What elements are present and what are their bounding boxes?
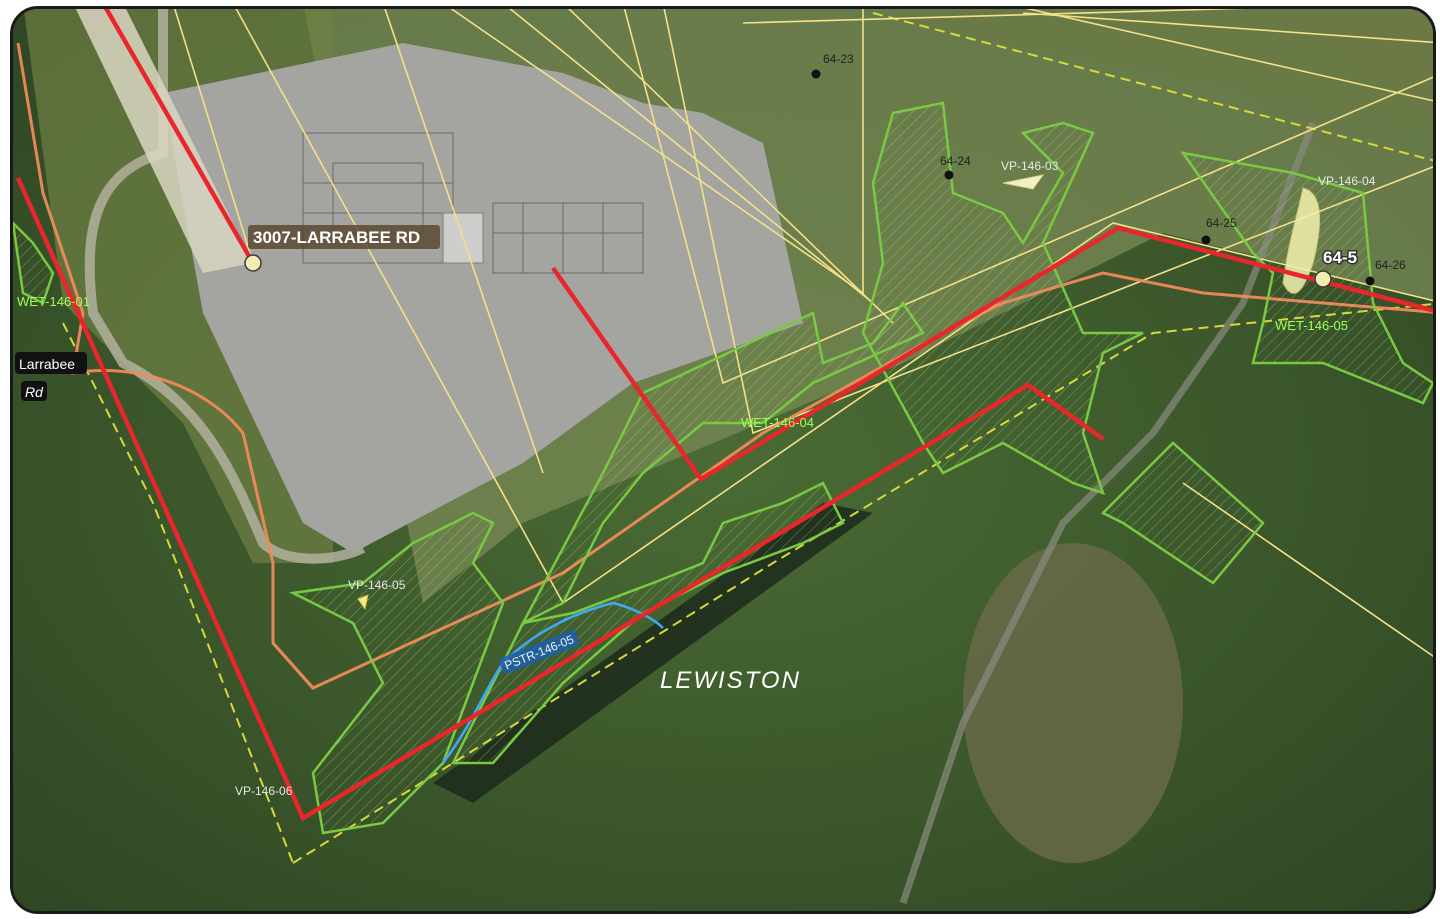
town-label: LEWISTON [660,667,801,694]
structure-label-64-5: 64-5 [1322,247,1359,269]
transmission-line [15,9,1433,822]
vernal-pool-label-vp-146-05: VP-146-05 [348,578,406,592]
road-label-bg-2 [21,381,47,401]
tree-shadow-band [433,503,873,803]
dot-icon[interactable] [1365,276,1375,286]
gravel-pad [75,9,253,273]
vernal-pool-label-vp-146-04: VP-146-04 [1318,174,1376,188]
circle-marker-icon[interactable] [244,254,262,272]
wetland-east[interactable] [1100,441,1265,585]
vernal-pool-vp-146-05[interactable] [357,594,369,611]
map-frame[interactable]: 64-23 64-24 64-25 64-26 64-5 3007-LARRAB… [10,6,1436,914]
existing-gravel-road [84,9,366,564]
wetland-label-wet-146-05: WET-146-05 [1275,318,1348,333]
stream-label-bg [498,629,580,675]
svg-text:64-5: 64-5 [1323,248,1357,267]
substation-label: 3007-LARRABEE RD [248,225,440,249]
substation-label-bg [248,225,440,249]
road-label-bg-1 [15,352,87,374]
svg-text:3007-LARRABEE RD: 3007-LARRABEE RD [253,228,420,247]
dot-icon[interactable] [944,170,954,180]
wetland-label-wet-146-04: WET-146-04 [741,415,814,430]
vernal-pool-vp-146-03[interactable] [1002,174,1045,190]
cleared-field-north [889,9,1433,131]
road-label: Larrabee Rd [15,352,87,401]
vernal-pool-vp-146-04[interactable] [1282,187,1321,294]
circle-marker-icon[interactable] [1314,270,1332,288]
dirt-track [899,121,1317,905]
vernal-pool-label-vp-146-03: VP-146-03 [1001,159,1059,173]
road-label-line2: Rd [25,384,44,400]
map-canvas[interactable]: 64-23 64-24 64-25 64-26 64-5 3007-LARRAB… [13,9,1433,911]
point-label-64-23: 64-23 [823,52,854,66]
point-label-64-24: 64-24 [940,154,971,168]
dot-icon[interactable] [1201,235,1211,245]
point-label-64-25: 64-25 [1206,216,1237,230]
road-label-line1: Larrabee [19,356,75,372]
wetland-label-wet-146-01: WET-146-01 [17,294,90,309]
vernal-pool-label-vp-146-06: VP-146-06 [235,784,293,798]
open-wetland-area [963,543,1183,863]
dot-icon[interactable] [811,69,821,79]
stream-pstr-146-05[interactable] [441,601,664,764]
point-label-64-26: 64-26 [1375,258,1406,272]
wetland-wet-146-01[interactable] [13,221,55,305]
